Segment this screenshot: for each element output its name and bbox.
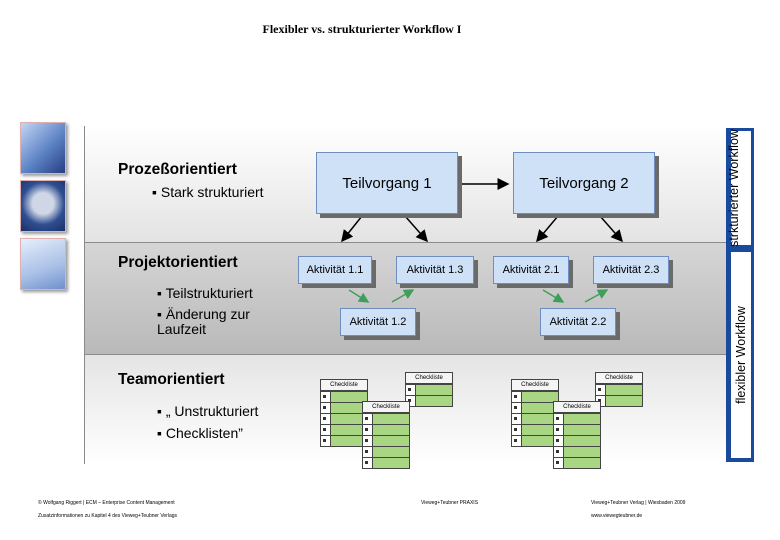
footer-left-2: Zusatzinformationen zu Kapitel 4 des Vie… [38,513,178,519]
arrow-tv2-a21 [536,215,559,243]
checklist-header: Checkliste [320,379,368,391]
checklist-header: Checkliste [511,379,559,391]
checklist-rows [553,413,601,469]
arrow-a22-a23 [584,289,609,303]
aktivitaet-1-1-box: Aktivität 1.1 [298,256,372,284]
checklist-header: Checkliste [362,401,410,413]
bullet-stark-strukturiert: ▪ Stark strukturiert [152,184,264,200]
checklist-rows [595,384,643,407]
face-image-icon [20,180,66,232]
checklist-header: Checkliste [553,401,601,413]
checklist-header: Checkliste [405,372,453,384]
bullet-checklisten: ▪ Checklisten” [157,425,243,441]
footer-center: Vieweg+Teubner PRAXIS [421,500,479,506]
checklist-header: Checkliste [595,372,643,384]
heading-teamorientiert: Teamorientiert [118,371,225,388]
arrow-a12-a13 [391,289,415,303]
checklist-e: Checkliste [595,372,643,407]
heading-projektorientiert: Projektorientiert [118,254,238,271]
checklist-rows [362,413,410,469]
arrow-tv2-a23 [599,215,623,243]
footer-right-1: Vieweg+Teubner Verlag | Wiesbaden 2009 [591,500,686,506]
bullet-unstrukturiert: ▪ „ Unstrukturiert [157,403,259,419]
footer-left-1: © Wolfgang Riggert | ECM – Enterprise Co… [38,500,175,506]
arrow-tv1-a11 [341,215,363,243]
checklist-rows [405,384,453,407]
arrow-a11-a12 [348,289,370,303]
band-divider-2 [84,354,730,355]
aktivitaet-1-3-box: Aktivität 1.3 [396,256,474,284]
footer-right-2: www.viewegteubner.de [591,513,643,519]
aktivitaet-2-2-box: Aktivität 2.2 [540,308,616,336]
bullet-aenderung: ▪ Änderung zur Laufzeit [157,306,250,337]
checklist-d: Checkliste [511,379,559,447]
bullet-teilstrukturiert: ▪ Teilstrukturiert [157,285,253,301]
aktivitaet-2-3-box: Aktivität 2.3 [593,256,669,284]
globe-image-icon [20,238,66,290]
checklist-a: Checkliste [320,379,368,447]
checklist-b: Checkliste [405,372,453,407]
side-panel-flexible [731,252,751,458]
aktivitaet-2-1-box: Aktivität 2.1 [493,256,569,284]
checklist-rows [320,391,368,447]
aktivitaet-1-2-box: Aktivität 1.2 [340,308,416,336]
side-panel-structured [731,131,751,245]
teilvorgang-2-box: Teilvorgang 2 [513,152,655,214]
heading-prozessorientiert: Prozeßorientiert [118,161,237,178]
checklist-f: Checkliste [553,401,601,469]
arrow-tv1-a13 [404,215,428,243]
teilvorgang-1-box: Teilvorgang 1 [316,152,458,214]
tunnel-image-icon [20,122,66,174]
band-left-border [84,126,85,464]
checklist-c: Checkliste [362,401,410,469]
band-divider-1 [84,242,730,243]
page-title: Flexibler vs. strukturierter Workflow I [262,22,462,36]
checklist-rows [511,391,559,447]
arrow-a21-a22 [542,289,565,303]
